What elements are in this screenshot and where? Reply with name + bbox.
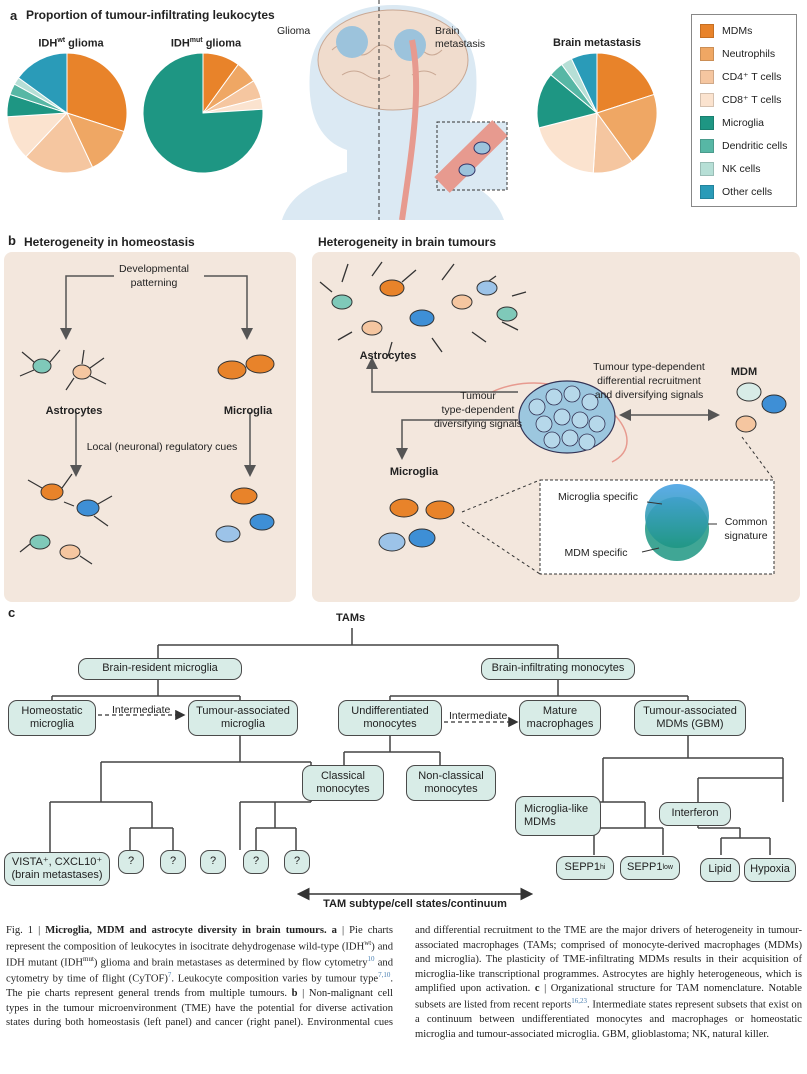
pie-slice-cd4 [25, 112, 94, 174]
legend-item: NK cells [700, 162, 761, 176]
legend-item: CD8⁺ T cells [700, 93, 781, 107]
legend: MDMs Neutrophils CD4⁺ T cells CD8⁺ T cel… [691, 14, 797, 207]
pie-chart-idh-wt [6, 52, 128, 174]
metastasis-label-1: Brain [435, 25, 460, 37]
legend-label: Dendritic cells [722, 140, 788, 152]
pie-slice-mdms [66, 52, 128, 133]
developmental-label-1: Developmental [118, 263, 190, 275]
legend-swatch [700, 116, 714, 130]
local-cues-label: Local (neuronal) regulatory cues [82, 441, 242, 453]
legend-label: CD4⁺ T cells [722, 71, 782, 83]
legend-swatch [700, 70, 714, 84]
legend-label: CD8⁺ T cells [722, 94, 782, 106]
continuum-label: TAM subtype/cell states/continuum [323, 898, 507, 910]
panel-b-letter: b [8, 233, 16, 248]
tams-root: TAMs [336, 612, 366, 624]
legend-item: Neutrophils [700, 47, 775, 61]
vista-cxcl10-node: VISTA⁺, CXCL10⁺(brain metastases) [4, 852, 110, 886]
diversify-label-3: diversifying signals [433, 418, 523, 430]
mdm-label: MDM [730, 366, 758, 378]
glioma-label: Glioma [277, 25, 311, 37]
unknown-subset-node: ? [200, 850, 226, 874]
legend-label: Other cells [722, 186, 773, 198]
pie-slice-microglia [142, 52, 264, 174]
panel-a-title: Proportion of tumour-infiltrating leukoc… [26, 8, 275, 22]
legend-swatch [700, 185, 714, 199]
interferon-node: Interferon [659, 802, 731, 826]
legend-swatch [700, 162, 714, 176]
brain-resident-microglia-node: Brain-resident microglia [78, 658, 242, 680]
figure-caption: Fig. 1 | Microglia, MDM and astrocyte di… [6, 925, 802, 1040]
legend-swatch [700, 47, 714, 61]
pie-slice-neutrophils [596, 93, 658, 163]
diversify-label-2: type-dependent [441, 404, 515, 416]
legend-label: Neutrophils [722, 48, 776, 60]
legend-label: MDMs [722, 25, 753, 37]
legend-item: CD4⁺ T cells [700, 70, 781, 84]
mdm-specific-label: MDM specific [564, 547, 628, 559]
legend-label: NK cells [722, 163, 761, 175]
pie-slice-cd8 [538, 112, 598, 174]
homeostasis-diagram [19, 275, 275, 565]
pie-chart-brain-metastasis [536, 52, 658, 174]
legend-label: Microglia [722, 117, 765, 129]
pie-slice-other [17, 52, 68, 114]
panel-c-letter: c [8, 605, 16, 620]
intermediate-label-mg: Intermediate [112, 704, 171, 716]
pie-1-title: IDHwt glioma [38, 37, 104, 50]
metastasis-label-2: metastasis [435, 38, 486, 50]
microglia-label: Microglia [223, 405, 273, 417]
brain-tumour-diagram [319, 261, 787, 575]
pie-slice-microglia [536, 74, 599, 129]
pie-slice-mdms [596, 52, 655, 114]
recruit-label-2: differential recruitment [597, 375, 701, 387]
unknown-subset-node: ? [118, 850, 144, 874]
pie-2-title: IDHmut glioma [170, 37, 242, 50]
unknown-subset-node: ? [160, 850, 186, 874]
unknown-subset-node: ? [284, 850, 310, 874]
recruit-label-1: Tumour type-dependent [593, 361, 705, 373]
astrocytes-right-label: Astrocytes [359, 350, 417, 362]
legend-item: MDMs [700, 24, 752, 38]
astrocytes-label: Astrocytes [45, 405, 103, 417]
legend-item: Dendritic cells [700, 139, 787, 153]
intermediate-label-mono: Intermediate [449, 710, 508, 722]
hypoxia-node: Hypoxia [744, 858, 796, 882]
brain-infiltrating-monocytes-node: Brain-infiltrating monocytes [481, 658, 635, 680]
pie-chart-idh-mut [142, 52, 264, 174]
panel-b-right-title: Heterogeneity in brain tumours [318, 235, 497, 249]
panel-a-letter: a [10, 8, 18, 23]
legend-swatch [700, 139, 714, 153]
microglia-specific-label: Microglia specific [558, 491, 638, 503]
common-label-1: Common [724, 516, 768, 528]
legend-swatch [700, 24, 714, 38]
pie-3-title: Brain metastasis [552, 37, 642, 49]
brain-illustration [282, 0, 508, 220]
diversify-label-1: Tumour [460, 390, 496, 402]
developmental-label-2: patterning [130, 277, 178, 289]
lipid-node: Lipid [700, 858, 740, 882]
legend-swatch [700, 93, 714, 107]
legend-item: Microglia [700, 116, 764, 130]
pie-slice-other [570, 52, 598, 114]
unknown-subset-node: ? [243, 850, 269, 874]
panel-b-left-title: Heterogeneity in homeostasis [24, 235, 195, 249]
recruit-label-3: and diversifying signals [594, 389, 704, 401]
microglia-right-label: Microglia [389, 466, 439, 478]
legend-item: Other cells [700, 185, 772, 199]
common-label-2: signature [724, 530, 768, 542]
